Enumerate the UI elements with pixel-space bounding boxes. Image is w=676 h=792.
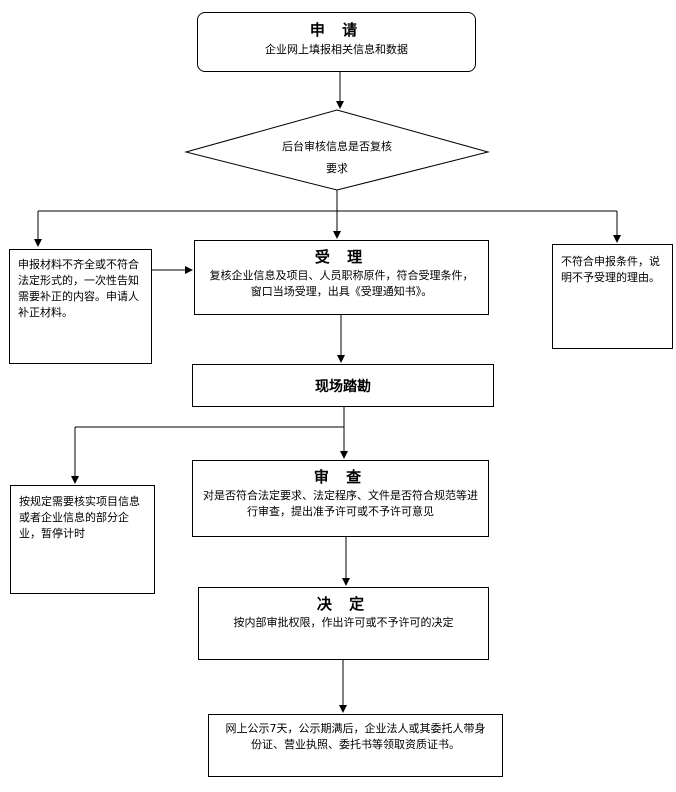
pause-timing-text: 按规定需要核实项目信息或者企业信息的部分企业，暂停计时 [19,495,140,540]
decision-text: 后台审核信息是否复核 要求 [236,136,438,176]
review-text: 对是否符合法定要求、法定程序、文件是否符合规范等进行审查，提出准予许可或不予许可… [203,489,478,518]
incomplete-materials-note: 申报材料不齐全或不符合法定形式的，一次性告知需要补正的内容。申请人补正材料。 [9,249,152,364]
accept-text: 复核企业信息及项目、人员职称原件，符合受理条件，窗口当场受理，出具《受理通知书》… [209,269,474,298]
publicity-box: 网上公示7天，公示期满后，企业法人或其委托人带身份证、营业执照、委托书等领取资质… [208,714,503,777]
reject-text: 不符合申报条件，说明不予受理的理由。 [561,255,660,284]
survey-box: 现场踏勘 [192,364,494,407]
decision-line2: 要求 [326,162,348,175]
publicity-text: 网上公示7天，公示期满后，企业法人或其委托人带身份证、营业执照、委托书等领取资质… [225,722,486,751]
apply-text: 企业网上填报相关信息和数据 [265,43,408,56]
review-box: 审 查 对是否符合法定要求、法定程序、文件是否符合规范等进行审查，提出准予许可或… [192,460,489,537]
apply-title: 申 请 [309,21,364,39]
decision-line1: 后台审核信息是否复核 [282,140,392,153]
incomplete-materials-text: 申报材料不齐全或不符合法定形式的，一次性告知需要补正的内容。申请人补正材料。 [18,258,139,319]
decision-title: 决 定 [316,595,371,613]
survey-title: 现场踏勘 [315,378,371,395]
decision-result-text: 按内部审批权限，作出许可或不予许可的决定 [233,616,454,629]
accept-title: 受 理 [314,248,369,266]
decision-box: 决 定 按内部审批权限，作出许可或不予许可的决定 [198,587,489,660]
apply-box: 申 请 企业网上填报相关信息和数据 [197,12,476,72]
review-title: 审 查 [313,468,368,486]
reject-note: 不符合申报条件，说明不予受理的理由。 [552,244,673,349]
pause-timing-note: 按规定需要核实项目信息或者企业信息的部分企业，暂停计时 [10,485,155,594]
decision-diamond [184,109,490,191]
accept-box: 受 理 复核企业信息及项目、人员职称原件，符合受理条件，窗口当场受理，出具《受理… [194,240,489,315]
